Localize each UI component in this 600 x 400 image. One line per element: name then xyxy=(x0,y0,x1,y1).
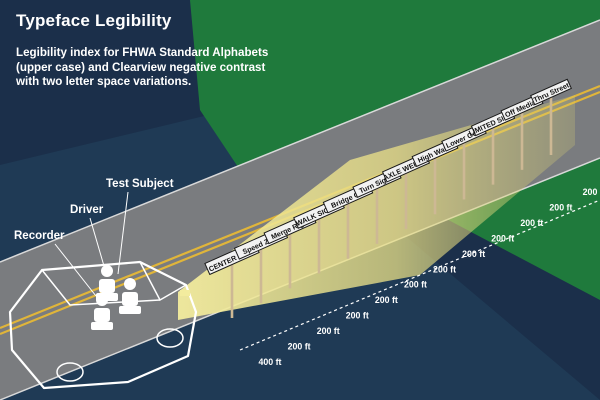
car xyxy=(8,260,198,390)
distance-label: 200 ft xyxy=(288,342,311,352)
distance-label: 200 xyxy=(583,187,598,197)
driver-pointer xyxy=(89,217,105,267)
distance-label: 200 ft xyxy=(491,233,514,243)
grass-area-upper xyxy=(190,0,600,170)
car-wheel-rear xyxy=(56,362,84,382)
subtitle-line: with two letter space variations. xyxy=(16,75,192,88)
distance-label: 200 ft xyxy=(520,218,543,228)
car-headlight xyxy=(180,290,190,296)
distance-label: 200 ft xyxy=(317,326,340,336)
distance-label: 200 ft xyxy=(346,311,369,321)
road-edge-top xyxy=(0,19,600,263)
distance-label: 200 ft xyxy=(462,249,485,259)
distance-label: 400 ft xyxy=(259,357,282,367)
sign-board xyxy=(530,78,572,106)
car-wheel-front xyxy=(156,328,184,348)
recorder-pointer xyxy=(54,243,97,297)
page-title: Typeface Legibility xyxy=(16,11,172,30)
distance-label: 200 ft xyxy=(549,202,572,212)
recorder-label: Recorder xyxy=(14,230,65,242)
distance-labels: 400 ft 200 ft 200 ft 200 ft 200 ft 200 ft 200 … xyxy=(259,187,598,367)
car-body xyxy=(8,260,198,390)
driver-figure xyxy=(119,278,141,314)
test-subject-label: Test Subject xyxy=(106,178,174,190)
distance-label: 200 ft xyxy=(375,295,398,305)
subtitle-line: (upper case) and Clearview negative cont… xyxy=(16,60,266,74)
sign-posts xyxy=(230,92,553,318)
page-subtitle: Legibility index for FHWA Standard Alpha… xyxy=(16,46,316,90)
recorder-figure xyxy=(91,294,113,330)
test-subject-pointer xyxy=(117,191,129,275)
driver-label: Driver xyxy=(70,204,104,216)
subtitle-line: Legibility index for FHWA Standard Alpha… xyxy=(16,46,269,59)
distance-baseline xyxy=(239,199,600,351)
distance-label: 200 ft xyxy=(404,280,427,290)
distance-label: 200 ft xyxy=(433,264,456,274)
